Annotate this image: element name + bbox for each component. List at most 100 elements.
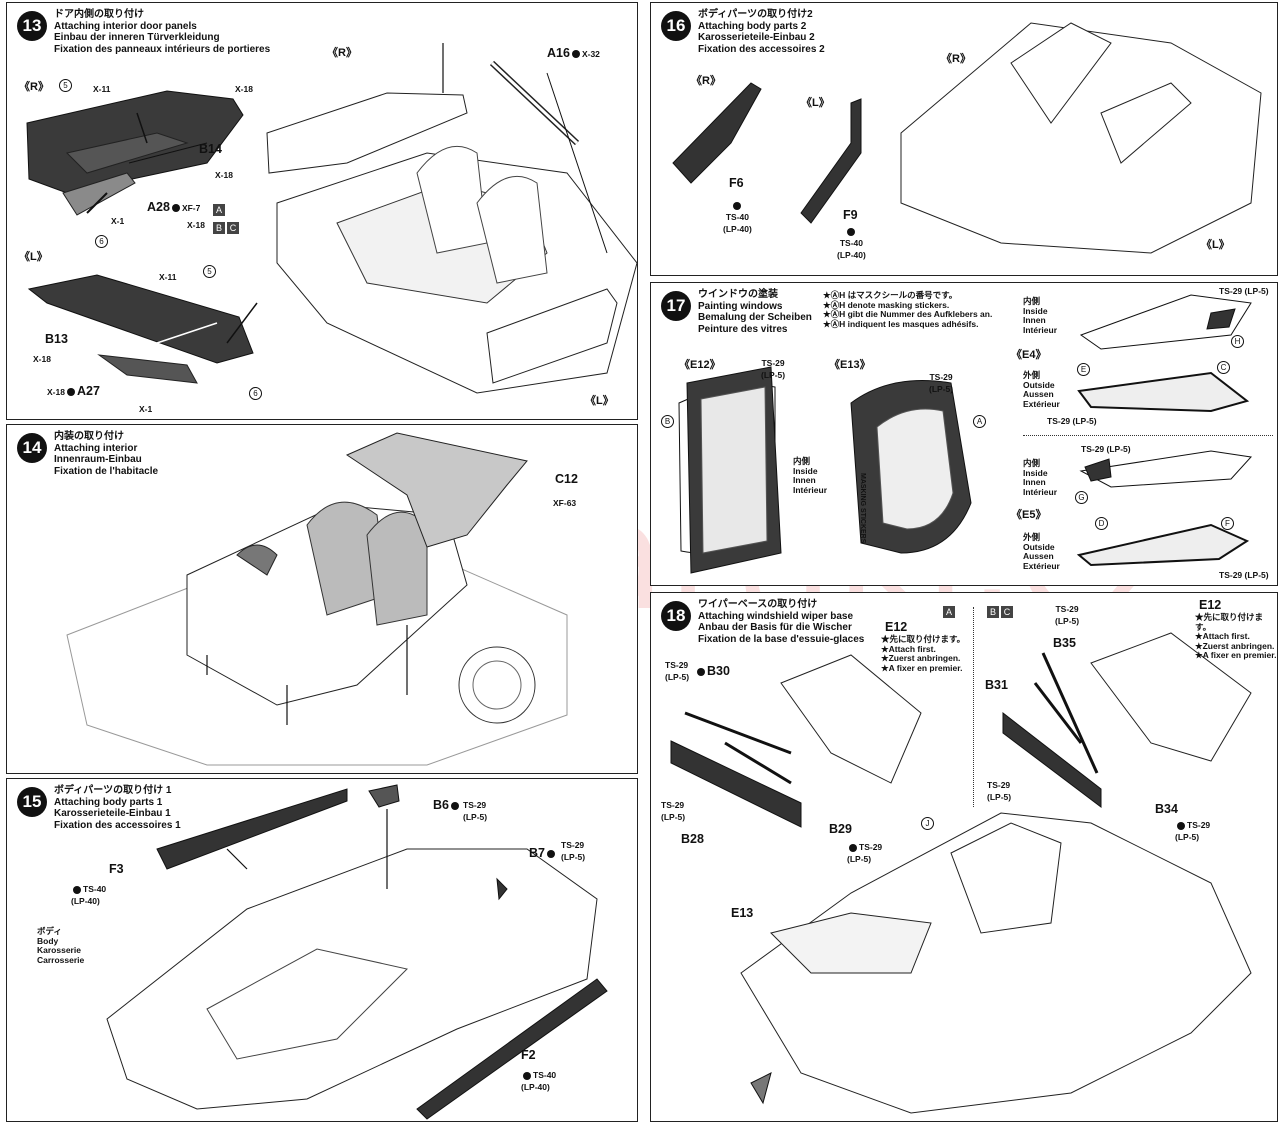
label-b34-paint: TS-29(LP-5) bbox=[1175, 820, 1211, 842]
label-f2: F2 bbox=[521, 1048, 536, 1062]
label-b7: B7 bbox=[529, 847, 557, 859]
masking-note: ★ⒶH はマスクシールの番号です。★ⒶH denote masking stic… bbox=[823, 290, 993, 329]
step-number: 16 bbox=[661, 11, 691, 41]
window-painting-diagram bbox=[678, 294, 1252, 574]
label-f-circle: F bbox=[1221, 517, 1234, 530]
label-5-l: 5 bbox=[203, 265, 216, 278]
label-r-right: 《R》 bbox=[941, 53, 971, 65]
label-5-r: 5 bbox=[59, 79, 72, 92]
label-b13: B13 bbox=[45, 332, 68, 346]
label-e12-a: E12 bbox=[885, 620, 908, 634]
label-r: 《R》 bbox=[19, 81, 49, 93]
label-b30: B30 bbox=[695, 665, 730, 677]
masking-stickers-text: MASKING STICKERS bbox=[859, 473, 866, 544]
label-x18-r: X-18 bbox=[235, 84, 253, 94]
label-f2-paint: TS-40(LP-40) bbox=[521, 1070, 557, 1092]
attach-first-bc: ★先に取り付けます。★Attach first.★Zuerst anbringe… bbox=[1195, 612, 1277, 660]
label-e13-18: E13 bbox=[731, 906, 754, 920]
step-number: 13 bbox=[17, 11, 47, 41]
label-b7-paint: TS-29(LP-5) bbox=[561, 840, 586, 862]
separator-e4-e5 bbox=[1023, 435, 1273, 436]
step-number: 14 bbox=[17, 433, 47, 463]
label-e5: 《E5》 bbox=[1011, 509, 1047, 521]
label-h-circle: H bbox=[1231, 335, 1244, 348]
label-f6-paint: TS-40(LP-40) bbox=[723, 199, 752, 235]
label-b14: B14 bbox=[199, 142, 222, 156]
label-e5-paint: TS-29 (LP-5) bbox=[1219, 570, 1269, 580]
badge-a-18: A bbox=[941, 603, 955, 621]
label-e4-inside-paint: TS-29 (LP-5) bbox=[1219, 286, 1269, 296]
label-x18-b14: X-18 bbox=[215, 170, 233, 180]
label-l-bottom: 《L》 bbox=[585, 395, 614, 407]
label-x1-r: X-1 bbox=[111, 216, 125, 226]
label-e4: 《E4》 bbox=[1011, 349, 1047, 361]
label-b29-paint: TS-29(LP-5) bbox=[847, 842, 883, 864]
label-f9: F9 bbox=[843, 208, 858, 222]
separator-a-bc bbox=[973, 607, 974, 807]
label-x1-l: X-1 bbox=[139, 404, 153, 414]
interior-diagram bbox=[66, 432, 568, 766]
label-e12-bc: E12 bbox=[1199, 598, 1222, 612]
label-e13: 《E13》 bbox=[829, 359, 871, 371]
body-parts-1-diagram bbox=[106, 784, 608, 1120]
label-f3: F3 bbox=[109, 862, 124, 876]
label-f3-paint: TS-40(LP-40) bbox=[71, 884, 107, 906]
label-f9-paint: TS-40(LP-40) bbox=[837, 225, 866, 261]
label-r: 《R》 bbox=[691, 75, 721, 87]
badge-a: A bbox=[211, 201, 225, 219]
label-x18-bc: X-18 bbox=[187, 220, 205, 230]
label-f6: F6 bbox=[729, 176, 744, 190]
wiper-base-diagram bbox=[670, 632, 1252, 1114]
label-c12: C12 bbox=[555, 472, 578, 486]
body-parts-2-diagram bbox=[672, 22, 1262, 254]
label-e13-paint: TS-29(LP-5) bbox=[929, 372, 954, 394]
label-j-circle: J bbox=[921, 817, 934, 830]
label-b-circle: B bbox=[661, 415, 674, 428]
label-b29: B29 bbox=[829, 822, 852, 836]
label-x11-l: X-11 bbox=[159, 272, 177, 282]
label-l: 《L》 bbox=[801, 97, 830, 109]
step-number: 18 bbox=[661, 601, 691, 631]
label-x18-b13: X-18 bbox=[33, 354, 51, 364]
label-x11-r: X-11 bbox=[93, 84, 111, 94]
label-r-top: 《R》 bbox=[327, 47, 357, 59]
label-c-circle: C bbox=[1217, 361, 1230, 374]
label-b6: B6 bbox=[433, 799, 461, 811]
label-b28-paint: TS-29(LP-5) bbox=[661, 800, 686, 822]
label-e-circle: E bbox=[1077, 363, 1090, 376]
label-e12: 《E12》 bbox=[679, 359, 721, 371]
label-b31-paint: TS-29(LP-5) bbox=[987, 780, 1012, 802]
label-6-l: 6 bbox=[249, 387, 262, 400]
label-b34: B34 bbox=[1155, 802, 1178, 816]
label-b35: B35 bbox=[1053, 636, 1076, 650]
label-l-right: 《L》 bbox=[1201, 239, 1230, 251]
label-xf63: XF-63 bbox=[553, 498, 577, 508]
label-a-circle: A bbox=[973, 415, 986, 428]
step-number: 15 bbox=[17, 787, 47, 817]
label-d-circle: D bbox=[1095, 517, 1108, 530]
label-e4-outside-paint: TS-29 (LP-5) bbox=[1047, 416, 1097, 426]
attach-first-a: ★先に取り付けます。★Attach first.★Zuerst anbringe… bbox=[881, 634, 966, 673]
label-b31: B31 bbox=[985, 678, 1008, 692]
label-b35-paint: TS-29(LP-5) bbox=[1055, 604, 1080, 626]
label-b6-paint: TS-29(LP-5) bbox=[463, 800, 488, 822]
